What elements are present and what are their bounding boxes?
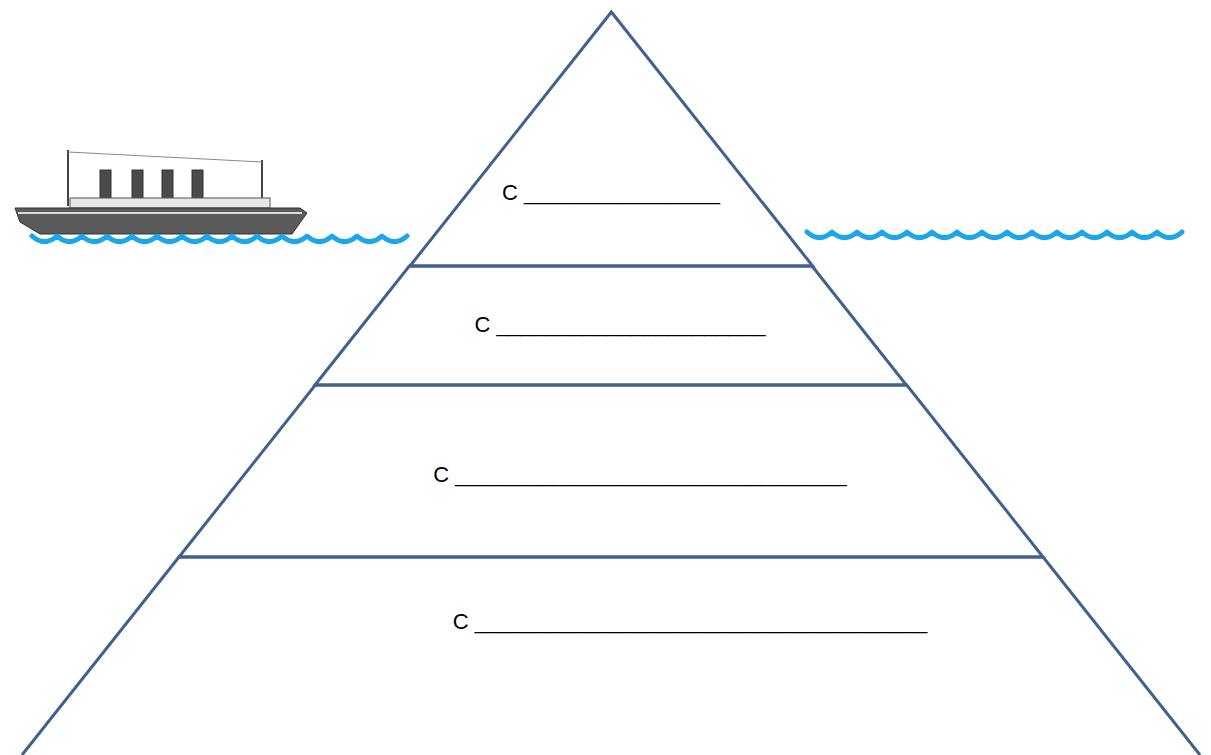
ship-illustration [15, 150, 307, 234]
band-outline-path [410, 12, 813, 266]
iceberg-band: C ______________________ [315, 266, 906, 385]
band-outline-path [179, 385, 1043, 557]
ship-funnel [162, 170, 173, 200]
iceberg-band: C ________________ [410, 12, 813, 266]
iceberg-band: C _____________________________________ [22, 557, 1200, 755]
band-label: C ________________________________ [433, 462, 847, 488]
band-outline-path [315, 266, 906, 385]
ship-mast [67, 150, 69, 206]
water-waves [32, 236, 407, 242]
ship-funnel [132, 170, 143, 200]
iceberg-band: C ________________________________ [179, 385, 1043, 557]
ship-stripe [18, 212, 302, 214]
band-outline-path [22, 557, 1200, 755]
band-outline [22, 557, 1200, 755]
ship-funnel [192, 170, 203, 200]
ship-hull [15, 208, 307, 234]
ship-funnel [100, 170, 111, 200]
ship-superstructure [70, 198, 270, 208]
band-label: C ______________________ [474, 312, 765, 338]
band-label: C _____________________________________ [453, 609, 928, 635]
water-waves [807, 232, 1182, 238]
band-outline [410, 12, 813, 266]
ship-rigging [68, 152, 262, 162]
band-label: C ________________ [502, 180, 720, 206]
